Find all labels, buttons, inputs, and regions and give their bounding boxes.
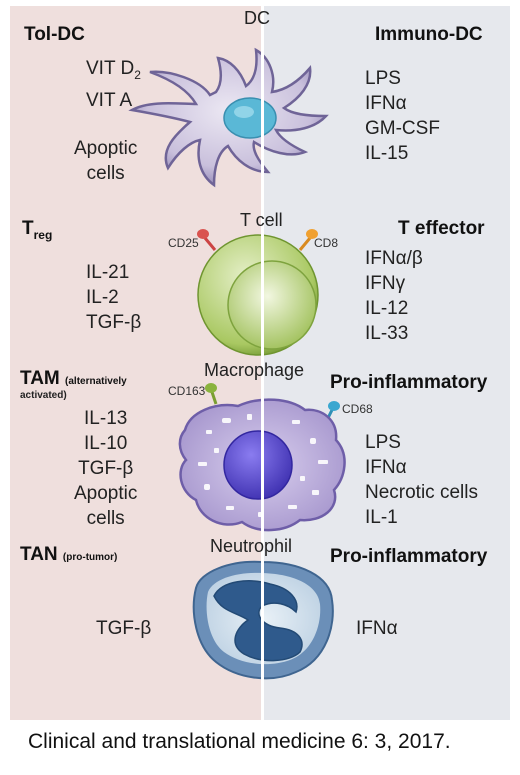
- dendritic-cell: [128, 47, 329, 188]
- factor-item: IL-10: [84, 433, 128, 454]
- t-effector-heading: T effector: [398, 218, 485, 239]
- immuno-dc-heading: Immuno-DC: [375, 24, 483, 45]
- factor-item: TGF-β: [86, 312, 142, 333]
- pro-inflammatory-heading-macrophage: Pro-inflammatory: [330, 372, 488, 393]
- factor-item: IL-2: [86, 287, 119, 308]
- factor-vit-d2: VIT D2: [86, 58, 141, 82]
- factor-cells: cells: [86, 163, 125, 184]
- t-cell: [197, 229, 319, 356]
- pro-inflammatory-neutrophil-factors: IFNα: [356, 616, 398, 641]
- factor-vit-a: VIT A: [86, 89, 133, 111]
- macrophage-label: Macrophage: [204, 360, 305, 380]
- factor-item: IFNα: [365, 93, 407, 114]
- cd68-marker-label: CD68: [342, 402, 373, 416]
- factor-item: cells: [86, 508, 125, 529]
- factor-item: IFNα/β: [365, 248, 423, 269]
- cd163-marker-label: CD163: [168, 384, 206, 398]
- factor-item: IL-12: [365, 298, 409, 319]
- tan-factors: TGF-β: [96, 616, 151, 641]
- cell-illustrations: [128, 47, 346, 680]
- factor-apoptic: Apoptic: [74, 138, 138, 159]
- factor-item: IFNγ: [365, 273, 406, 294]
- factor-item: LPS: [365, 68, 401, 89]
- tan-heading: TAN (pro-tumor): [20, 544, 118, 565]
- t-effector-factors: IFNα/β IFNγ IL-12 IL-33: [365, 246, 423, 346]
- factor-item: IL-21: [86, 262, 130, 283]
- factor-item: IL-33: [365, 323, 409, 344]
- tol-dc-factors: VIT D2 VIT A: [86, 56, 141, 113]
- cd8-marker-label: CD8: [314, 236, 339, 250]
- factor-item: IFNα: [356, 618, 398, 639]
- treg-heading: Treg: [22, 218, 53, 242]
- center-divider: [261, 6, 264, 720]
- factor-item: Apoptic: [74, 483, 138, 504]
- factor-item: TGF-β: [78, 458, 134, 479]
- factor-item: TGF-β: [96, 618, 152, 639]
- pro-inflammatory-macrophage-factors: LPS IFNα Necrotic cells IL-1: [365, 430, 478, 530]
- immune-cell-diagram: Tol-DC DC Immuno-DC VIT D2 VIT A Apoptic…: [10, 6, 510, 720]
- factor-item: IL-13: [84, 408, 128, 429]
- factor-item: IL-1: [365, 507, 398, 528]
- tam-heading-note: activated): [20, 390, 67, 401]
- factor-item: IFNα: [365, 457, 407, 478]
- factor-item: GM-CSF: [365, 118, 440, 139]
- t-cell-label: T cell: [240, 210, 283, 230]
- tam-heading: TAM (alternatively: [20, 368, 127, 389]
- tol-dc-factors-apoptic: Apoptic cells: [74, 136, 137, 186]
- dc-label: DC: [244, 8, 270, 28]
- immuno-dc-factors: LPS IFNα GM-CSF IL-15: [365, 66, 440, 166]
- tam-factors: IL-13 IL-10 TGF-β Apoptic cells: [74, 406, 137, 531]
- factor-item: LPS: [365, 432, 401, 453]
- neutrophil-label: Neutrophil: [210, 536, 293, 556]
- citation-caption: Clinical and translational medicine 6: 3…: [28, 730, 451, 753]
- cd25-marker-label: CD25: [168, 236, 199, 250]
- factor-item: Necrotic cells: [365, 482, 478, 503]
- treg-factors: IL-21 IL-2 TGF-β: [86, 260, 141, 335]
- pro-inflammatory-heading-neutrophil: Pro-inflammatory: [330, 546, 488, 567]
- tol-dc-heading: Tol-DC: [24, 24, 85, 45]
- factor-item: IL-15: [365, 143, 409, 164]
